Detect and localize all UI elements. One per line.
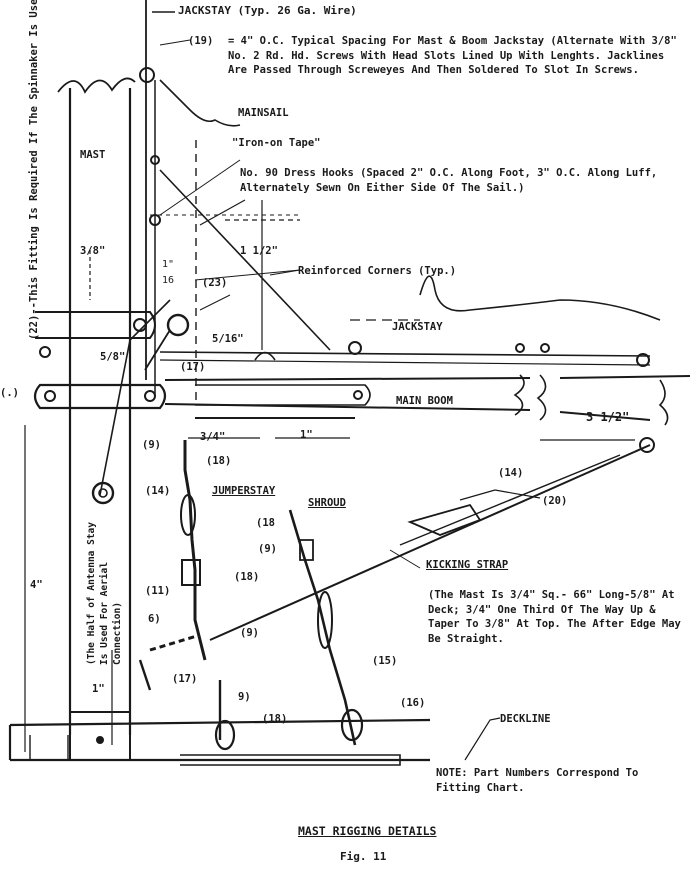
callout-16: (16) <box>400 697 426 709</box>
gooseneck-fitting <box>33 383 167 410</box>
callout-18a: (18) <box>206 455 232 467</box>
label-mast: MAST <box>80 149 106 161</box>
dim-3-8: 3/8" <box>80 245 106 257</box>
callout-18b: (18 <box>256 517 275 529</box>
sail-reinforcement-diagonal <box>159 169 331 351</box>
shroud-turnbuckle <box>288 509 357 746</box>
dim-1: 1" <box>300 429 313 441</box>
label-shroud: SHROUD <box>308 497 346 509</box>
figure-number: Fig. 11 <box>340 850 387 863</box>
callout-14a: (14) <box>145 485 171 497</box>
kicking-strap-line <box>209 444 651 641</box>
label-jumperstay: JUMPERSTAY <box>212 485 276 497</box>
callout-23: (23) <box>202 277 228 289</box>
note-part-numbers: NOTE: Part Numbers Correspond To Fitting… <box>436 767 639 794</box>
callout-18d: (18) <box>262 713 288 725</box>
mainsail-edge <box>159 79 241 127</box>
callout-17b: (17) <box>172 673 198 685</box>
label-jackstay-mid: JACKSTAY <box>392 321 443 333</box>
callout-14b: (14) <box>498 467 524 479</box>
label-main-boom: MAIN BOOM <box>396 395 453 407</box>
callout-9b: (9) <box>258 543 277 555</box>
sail-foot-curve <box>419 275 661 321</box>
callout-15: (15) <box>372 655 398 667</box>
boom-break <box>513 374 547 421</box>
label-kicking-strap: KICKING STRAP <box>426 559 509 571</box>
callout-left: (.) <box>0 387 19 399</box>
mast-step <box>69 711 131 761</box>
dim-4: 4" <box>30 579 43 591</box>
label-jackstay-top: JACKSTAY (Typ. 26 Ga. Wire) <box>178 4 357 17</box>
mast-top-break <box>57 77 136 94</box>
dim-3-1-2: 3 1/2" <box>586 410 630 424</box>
note-spinnaker-fitting: (22)--This Fitting Is Required If The Sp… <box>28 0 40 340</box>
note-antenna-half: (The Half of Antenna Stay Is Used For Ae… <box>86 522 123 665</box>
callout-9d: 9) <box>238 691 251 703</box>
antenna-wire <box>99 299 171 496</box>
dim-3-4: 3/4" <box>200 431 226 443</box>
callout-18c: (18) <box>234 571 260 583</box>
label-reinforced-corners: Reinforced Corners (Typ.) <box>298 265 457 277</box>
callout-20: (20) <box>542 495 568 507</box>
dim-1-16-num: 1" <box>162 259 175 270</box>
caption-title: MAST RIGGING DETAILS <box>298 824 437 838</box>
callout-6: 6) <box>148 613 161 625</box>
label-mainsail: MAINSAIL <box>238 107 289 119</box>
dim-5-8: 5/8" <box>100 351 126 363</box>
callout-19: (19) <box>188 35 214 47</box>
note-jackstay-spacing: = 4" O.C. Typical Spacing For Mast & Boo… <box>228 35 677 76</box>
dim-1b: 1" <box>92 683 105 695</box>
dim-5-16: 5/16" <box>212 333 244 345</box>
dim-1-16-den: 16 <box>162 275 175 286</box>
callout-11: (11) <box>145 585 171 597</box>
callout-17a: (17) <box>180 361 206 373</box>
note-mast-spec: (The Mast Is 3/4" Sq.- 66" Long-5/8" At … <box>428 589 681 645</box>
label-iron-on-tape: "Iron-on Tape" <box>232 137 321 149</box>
kicking-strap-fitting <box>407 503 482 536</box>
note-dress-hooks: No. 90 Dress Hooks (Spaced 2" O.C. Along… <box>240 167 658 194</box>
main-boom-outline <box>164 377 531 419</box>
mast-outline <box>68 88 132 735</box>
callout-9a: (9) <box>142 439 161 451</box>
jumperstay-chain <box>183 440 207 661</box>
callout-9c: (9) <box>240 627 259 639</box>
label-deckline: DECKLINE <box>500 713 551 725</box>
dim-1-1-2: 1 1/2" <box>240 245 278 257</box>
boom-jackstay-line <box>159 351 651 357</box>
